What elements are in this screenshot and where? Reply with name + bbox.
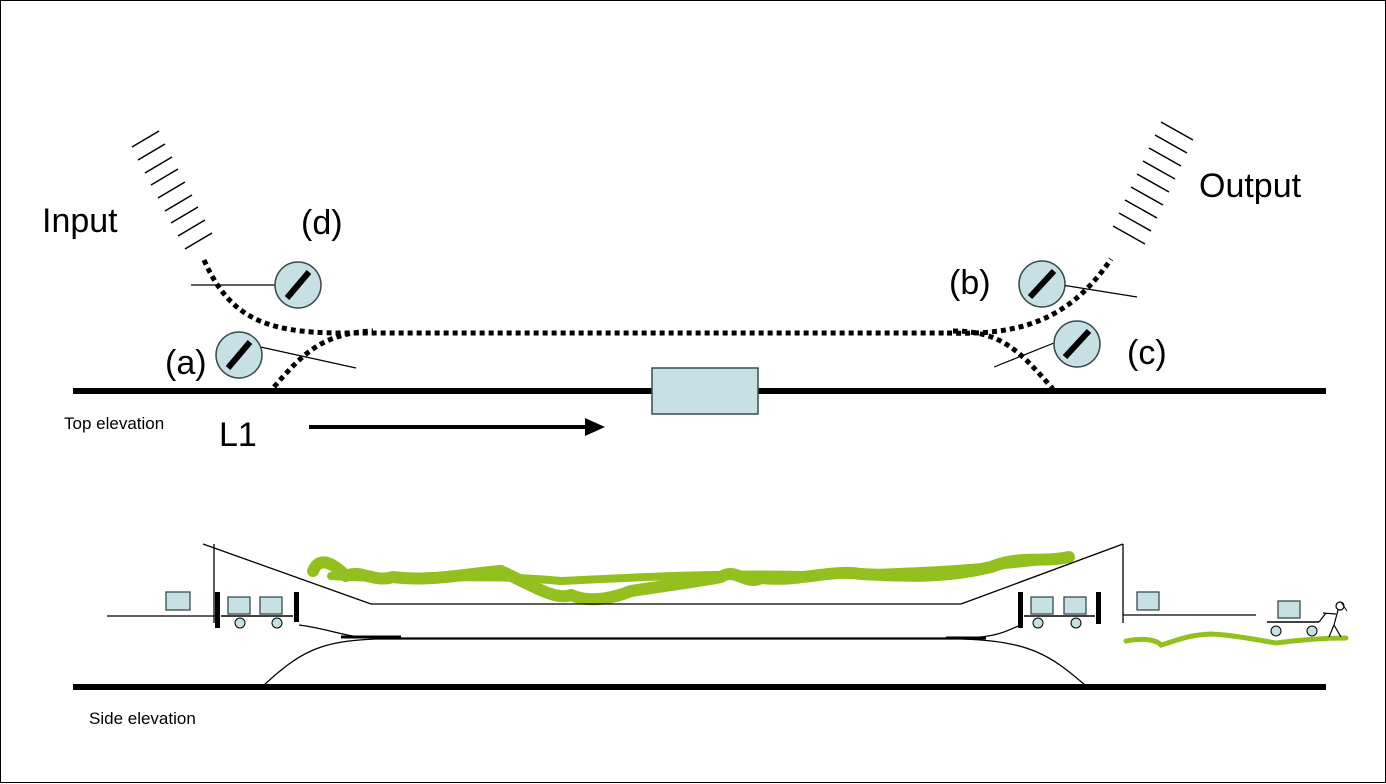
gauge-a — [215, 331, 357, 379]
route-output — [946, 257, 1114, 336]
person-with-cart — [1267, 600, 1348, 638]
output-label: Output — [1199, 167, 1302, 205]
gauge-c — [993, 320, 1101, 368]
label-l1: L1 — [219, 416, 257, 454]
label-a: (a) — [165, 344, 207, 382]
label-b: (b) — [949, 264, 991, 302]
dotted-routes — [201, 257, 1114, 391]
side-elevation-caption: Side elevation — [89, 709, 196, 728]
green-deposit-top-inner — [327, 557, 1045, 586]
route-a-branch — [272, 328, 374, 389]
gauge-b — [1018, 260, 1138, 308]
top-elevation-caption: Top elevation — [64, 414, 165, 433]
label-d: (d) — [301, 204, 343, 242]
cart-left — [165, 591, 299, 629]
green-deposit-ground — [1123, 631, 1349, 648]
side-elevation — [73, 543, 1349, 690]
output-hatching — [1112, 121, 1194, 245]
cart-right — [1018, 591, 1160, 629]
top-elevation — [73, 121, 1326, 436]
direction-arrow — [309, 418, 605, 436]
label-c: (c) — [1127, 334, 1167, 372]
route-c-branch — [952, 328, 1055, 391]
enclosure — [107, 543, 1256, 686]
input-hatching — [131, 130, 213, 250]
route-input — [201, 258, 951, 336]
gauge-d — [191, 261, 322, 309]
input-label: Input — [42, 202, 118, 240]
center-box-top — [651, 367, 759, 415]
